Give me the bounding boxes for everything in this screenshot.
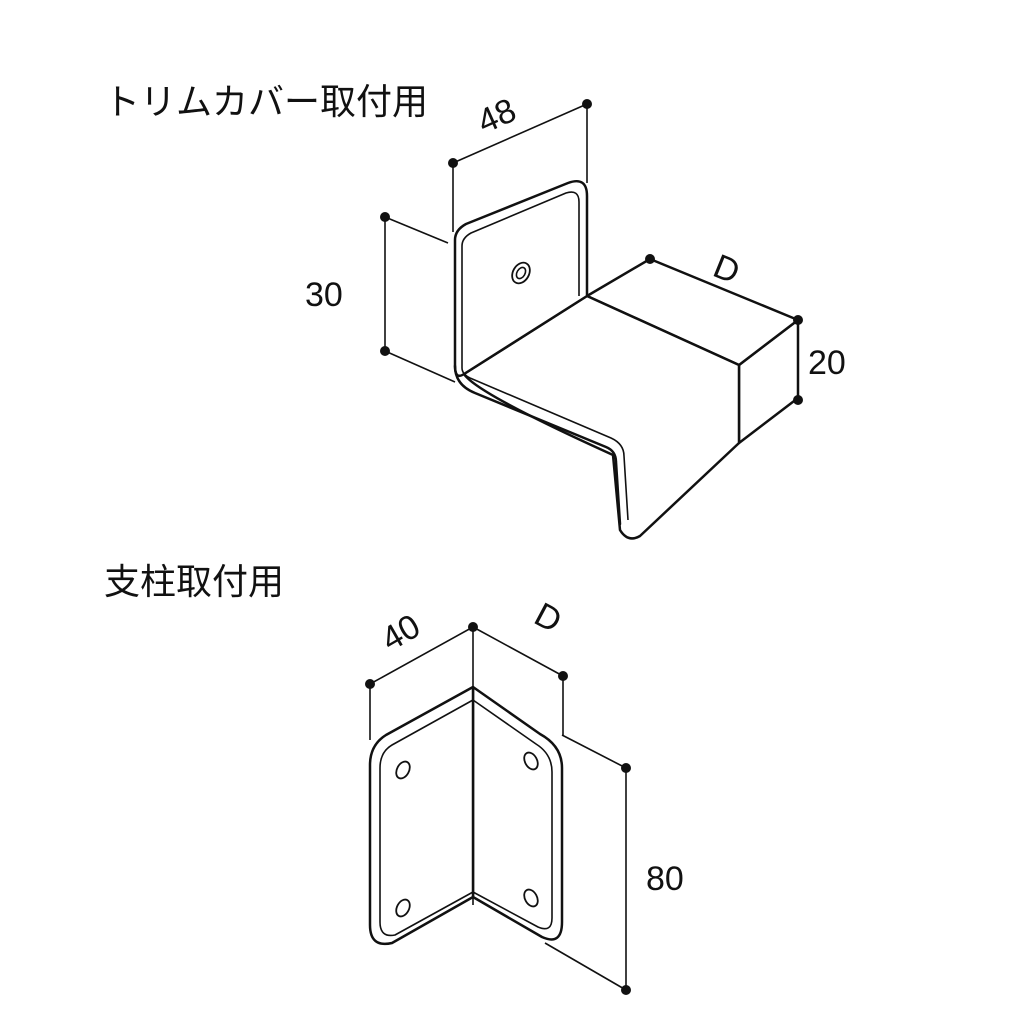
dim-40-endpoint (365, 679, 375, 689)
dim-20-label: 20 (808, 344, 846, 382)
dim-40-label: 40 (375, 607, 427, 659)
ridge-line (586, 295, 740, 366)
dim-30-label: 30 (305, 276, 343, 314)
dim-80-label: 80 (646, 860, 684, 898)
dim-48-label: 48 (472, 91, 522, 141)
post-part (368, 685, 564, 946)
dimension-80: 80 (544, 734, 684, 995)
dim-48-line (452, 103, 588, 164)
bottom-inner-edge (469, 377, 629, 521)
mounting-hole (523, 888, 539, 908)
mounting-hole (395, 760, 411, 780)
dimension-30: 30 (305, 212, 456, 383)
dim-d-endpoint (558, 671, 568, 681)
left-flange (368, 685, 475, 946)
dim-80-ext-bottom (544, 942, 627, 991)
dim-48-endpoint (448, 158, 458, 168)
dim-80-endpoint (621, 763, 631, 773)
right-flange (471, 685, 564, 941)
dim-30-endpoint (380, 212, 390, 222)
dim-80-ext-top (561, 734, 627, 769)
dim-80-endpoint (621, 985, 631, 995)
dim-30-endpoint (380, 346, 390, 356)
dim-30-ext-top (384, 216, 449, 244)
dimension-20: 20 (793, 320, 846, 405)
block-front-face (462, 294, 741, 540)
mounting-hole (511, 261, 531, 285)
trim-cover-part (453, 179, 800, 540)
dim-d-line (472, 626, 564, 677)
mounting-hole-inner (515, 266, 527, 280)
dim-d-label: D (528, 596, 568, 641)
dim-20-endpoint (793, 395, 803, 405)
dim-40-line (369, 626, 474, 685)
trim-cover-bracket: トリムカバー取付用 (104, 82, 846, 540)
dim-d-endpoint (645, 254, 655, 264)
post-bracket-heading: 支柱取付用 (104, 562, 284, 603)
plate-thickness-edge (461, 246, 471, 379)
left-flange-inner (379, 699, 474, 937)
dim-30-ext-bottom (384, 350, 456, 383)
plate-inner-edge (461, 191, 580, 296)
right-flange-inner (472, 699, 553, 930)
mounting-hole (395, 898, 411, 918)
mounting-hole (523, 751, 539, 771)
bottom-bend-edge (453, 364, 622, 526)
dim-48-endpoint (582, 99, 592, 109)
dim-d-line (649, 258, 799, 321)
post-bracket: 支柱取付用 40 D (104, 562, 684, 995)
trim-cover-heading: トリムカバー取付用 (104, 82, 428, 123)
